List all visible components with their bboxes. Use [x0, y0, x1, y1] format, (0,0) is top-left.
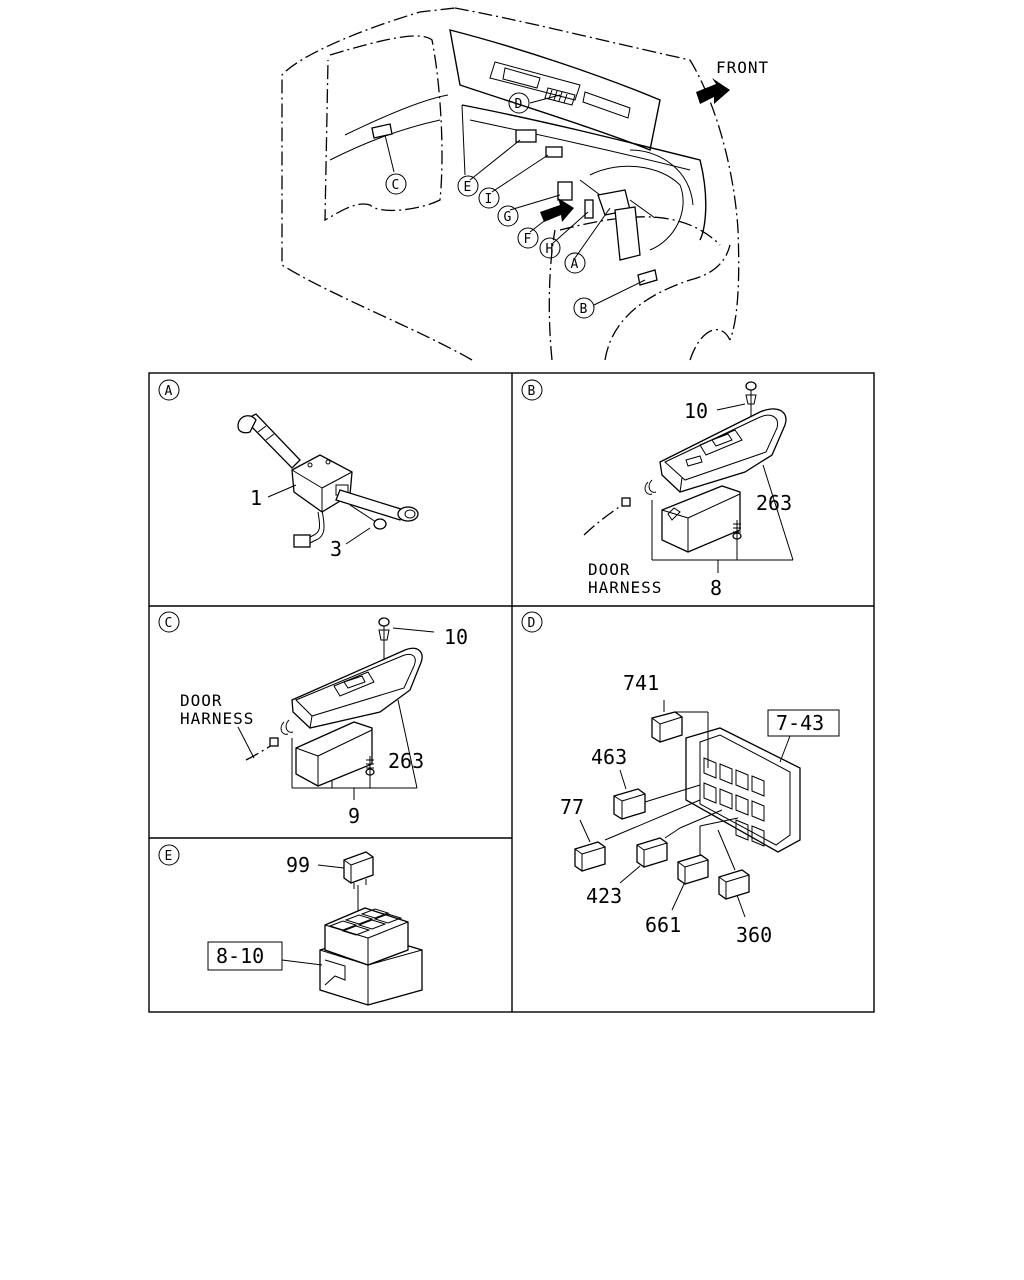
svg-text:C: C [392, 178, 400, 193]
svg-text:F: F [524, 232, 532, 247]
part-8: 8 [710, 576, 722, 600]
part-263: 263 [756, 491, 792, 515]
part-423: 423 [586, 884, 622, 908]
ref-8-10: 8-10 [216, 944, 264, 968]
part-10: 10 [684, 399, 708, 423]
part-9: 9 [348, 804, 360, 828]
part-77: 77 [560, 795, 584, 819]
panel-b: B 10 DOOR HARNESS 8 [521, 379, 794, 600]
ref-box-8-10 [207, 941, 283, 971]
b-harness-line2: HARNESS [588, 578, 662, 597]
part-360: 360 [736, 923, 772, 947]
relay-77 [574, 799, 701, 872]
part-741: 741 [623, 671, 659, 695]
callout-b: B [573, 297, 595, 319]
svg-text:A: A [571, 257, 579, 272]
callout-d: D [508, 92, 530, 114]
panel-a-letter: A [165, 384, 173, 399]
callout-f: F [517, 227, 539, 249]
panel-a: A 1 3 [158, 379, 419, 561]
part-10-c: 10 [444, 625, 468, 649]
part-1: 1 [250, 486, 262, 510]
ref-7-43: 7-43 [776, 711, 824, 735]
part-3: 3 [330, 537, 342, 561]
panel-c-letter: C [165, 616, 173, 631]
callout-g: G [497, 205, 519, 227]
part-463: 463 [591, 745, 627, 769]
svg-text:E: E [464, 180, 472, 195]
part-661: 661 [645, 913, 681, 937]
relay-463 [613, 769, 701, 820]
svg-text:I: I [485, 192, 493, 207]
panel-d: D 7-43 741 [521, 611, 840, 947]
vehicle-overview: C D E I G F H A B FRONT [281, 7, 769, 361]
c-harness-line1: DOOR [180, 691, 223, 710]
panel-e: E 99 8-10 [158, 844, 423, 1006]
relay-661 [671, 817, 739, 911]
panel-d-letter: D [528, 616, 536, 631]
panel-c: C 10 DOOR HARNESS 9 [158, 611, 468, 828]
svg-text:B: B [580, 302, 588, 317]
svg-text:G: G [504, 210, 512, 225]
part-263-c: 263 [388, 749, 424, 773]
c-harness-line2: HARNESS [180, 709, 254, 728]
relay-741 [651, 700, 709, 768]
panel-grid [148, 372, 875, 1013]
callout-h: H [539, 237, 561, 259]
svg-text:H: H [546, 242, 554, 257]
panel-b-letter: B [528, 384, 536, 399]
ref-box-7-43 [767, 709, 840, 737]
panel-e-letter: E [165, 849, 173, 864]
callout-i: I [478, 187, 500, 209]
callout-c: C [385, 173, 407, 195]
relay-423 [619, 809, 723, 884]
front-label: FRONT [716, 58, 769, 77]
relay-360 [717, 829, 750, 918]
part-99: 99 [286, 853, 310, 877]
svg-text:D: D [515, 97, 523, 112]
callout-a: A [564, 252, 586, 274]
callout-e: E [457, 175, 479, 197]
b-harness-line1: DOOR [588, 560, 631, 579]
